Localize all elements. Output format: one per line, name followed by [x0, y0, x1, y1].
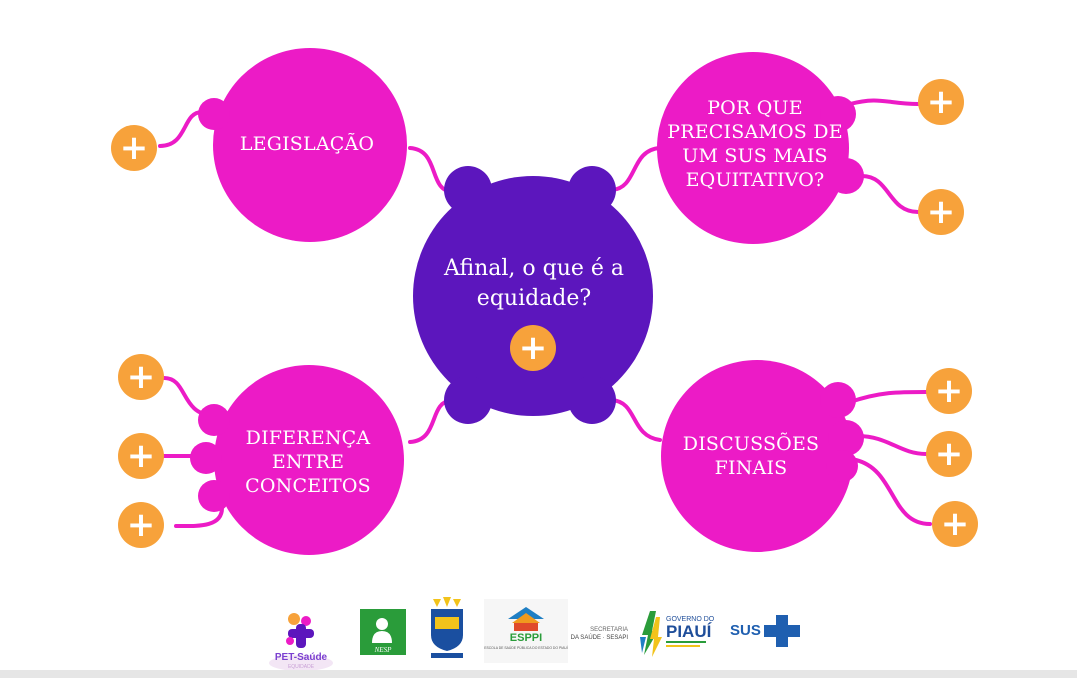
- secretaria-line1: SECRETARIA: [590, 627, 628, 633]
- plus-icon: +: [518, 328, 548, 368]
- central-topic-lobe: [444, 376, 492, 424]
- topic-discussoes-label[interactable]: DISCUSSÕES FINAIS: [682, 433, 820, 479]
- plus-icon: +: [926, 82, 956, 122]
- topic-diferenca-lobe: [198, 404, 230, 436]
- sus-text: SUS: [730, 622, 761, 639]
- pet-saude-text: PET-Saúde: [275, 652, 328, 663]
- secretaria-line2: DA SAÚDE · SESAPI: [571, 634, 629, 641]
- nesp-text: NESP: [374, 646, 392, 654]
- partner-logos-strip: PET-Saúde EQUIDADE NESP ESPPI ESCOLA DE …: [0, 585, 1077, 678]
- pet-saude-logo: PET-Saúde EQUIDADE: [269, 613, 333, 671]
- bottom-scroll-bar: [0, 670, 1077, 678]
- topic-discussoes-bubble[interactable]: [661, 360, 853, 552]
- plus-icon: +: [119, 128, 149, 168]
- sus-logo: SUS: [730, 615, 800, 647]
- topic-por-que-label[interactable]: POR QUE PRECISAMOS DE UM SUS MAIS EQUITA…: [667, 97, 843, 191]
- branch-discussoes-plus-2: [856, 434, 928, 456]
- topic-discussoes-lobe: [820, 382, 856, 418]
- central-topic-label: Afinal, o que é a equidade?: [443, 256, 625, 311]
- esppi-logo: ESPPI ESCOLA DE SAÚDE PÚBLICA DO ESTADO …: [484, 599, 568, 663]
- branch-discussoes-plus-3: [854, 458, 932, 526]
- topic-discussoes-lobe: [826, 450, 858, 482]
- topic-por-que-lobe: [820, 96, 856, 132]
- expand-plus-button-discussoes[interactable]: +: [926, 368, 972, 414]
- branch-por-que-plus-1: [848, 98, 920, 106]
- plus-icon: +: [126, 505, 156, 545]
- topic-legislacao-lobe: [198, 98, 230, 130]
- mind-map-canvas: [158, 48, 932, 555]
- secretaria-saude-logo: SECRETARIA DA SAÚDE · SESAPI: [571, 627, 629, 641]
- central-topic-lobe: [568, 376, 616, 424]
- plus-icon: +: [940, 504, 970, 544]
- branch-to-por-que: [610, 146, 662, 192]
- expand-plus-button-discussoes[interactable]: +: [932, 501, 978, 547]
- plus-icon: +: [926, 192, 956, 232]
- topic-diferenca-label[interactable]: DIFERENÇA ENTRE CONCEITOS: [245, 427, 371, 497]
- pet-saude-sub: EQUIDADE: [288, 664, 315, 670]
- topic-discussoes-lobe: [828, 420, 864, 456]
- ufpi-crest-logo: [431, 597, 463, 658]
- esppi-sub: ESCOLA DE SAÚDE PÚBLICA DO ESTADO DO PIA…: [484, 645, 568, 650]
- expand-plus-button-por-que[interactable]: +: [918, 79, 964, 125]
- esppi-text: ESPPI: [510, 632, 542, 644]
- topic-diferenca-bubble[interactable]: [214, 365, 404, 555]
- central-topic-bubble[interactable]: [413, 176, 653, 416]
- plus-icon: +: [934, 371, 964, 411]
- plus-icon: +: [126, 436, 156, 476]
- expand-plus-button-diferenca[interactable]: +: [118, 354, 164, 400]
- topic-diferenca-lobe: [198, 480, 230, 512]
- plus-icon: +: [126, 357, 156, 397]
- plus-icon: +: [934, 434, 964, 474]
- governo-line1: GOVERNO DO: [666, 616, 715, 623]
- topic-legislacao-label[interactable]: LEGISLAÇÃO: [239, 133, 375, 155]
- expand-plus-button-diferenca[interactable]: +: [118, 502, 164, 548]
- topic-diferenca-lobe: [190, 442, 222, 474]
- expand-plus-button-center[interactable]: +: [510, 325, 556, 371]
- branch-diferenca-plus-3: [174, 506, 224, 529]
- governo-line2: PIAUÍ: [666, 622, 713, 641]
- branch-por-que-plus-2: [860, 174, 920, 214]
- governo-piaui-logo: GOVERNO DO PIAUÍ: [640, 611, 715, 657]
- topic-por-que-bubble[interactable]: [657, 52, 849, 244]
- branch-legislacao-plus-1: [158, 110, 204, 148]
- central-topic-lobe: [444, 166, 492, 214]
- nesp-logo: NESP: [360, 609, 406, 655]
- expand-plus-button-discussoes[interactable]: +: [926, 431, 972, 477]
- expand-plus-button-por-que[interactable]: +: [918, 189, 964, 235]
- central-topic-lobe: [568, 166, 616, 214]
- topic-por-que-lobe: [828, 158, 864, 194]
- expand-plus-button-legislacao[interactable]: +: [111, 125, 157, 171]
- branch-discussoes-plus-1: [848, 390, 928, 404]
- expand-plus-button-diferenca[interactable]: +: [118, 433, 164, 479]
- topic-legislacao-bubble[interactable]: [213, 48, 407, 242]
- branch-to-discussoes: [610, 398, 662, 442]
